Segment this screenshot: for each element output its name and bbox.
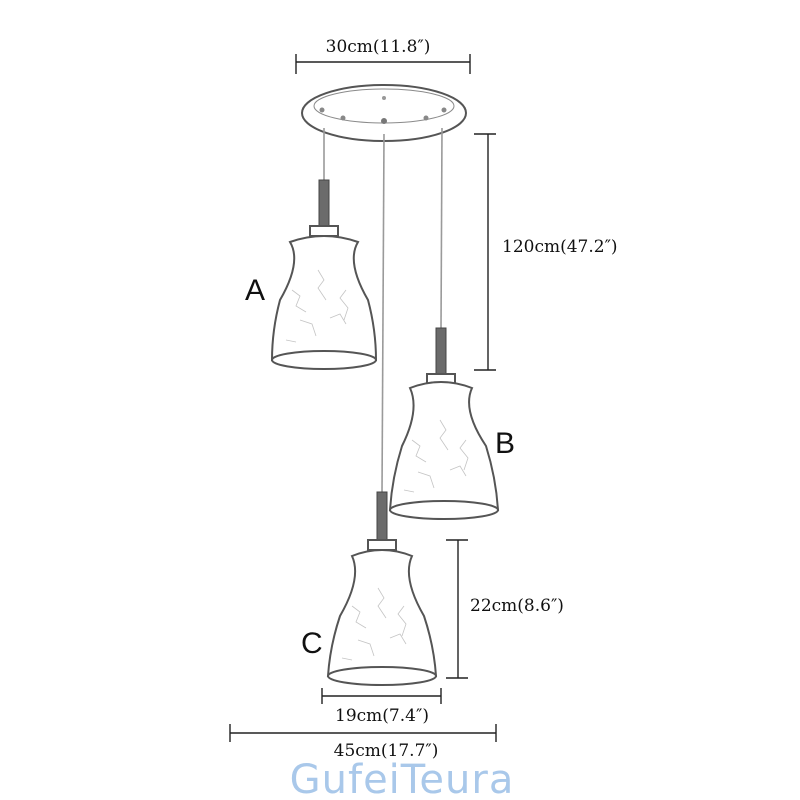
drop-length-label: 120cm(47.2″) — [502, 237, 618, 257]
ceiling-canopy — [301, 84, 467, 142]
pendant-c — [326, 491, 438, 686]
overall-width-label: 45cm(17.7″) — [334, 741, 439, 761]
canopy-width-label: 30cm(11.8″) — [326, 37, 431, 57]
shade-height-dimension: 22cm(8.6″) — [446, 539, 564, 679]
canopy-width-dimension: 30cm(11.8″) — [295, 37, 471, 74]
pendant-a-label: A — [245, 274, 265, 307]
pendant-c-label: C — [301, 627, 323, 660]
suspension-cords — [323, 127, 443, 495]
brand-watermark: GufeiTeura — [290, 757, 515, 800]
drop-length-dimension: 120cm(47.2″) — [474, 133, 618, 371]
overall-width-dimension: 45cm(17.7″) — [229, 724, 497, 761]
pendant-b — [388, 327, 500, 520]
pendant-b-label: B — [495, 427, 515, 460]
shade-width-dimension: 19cm(7.4″) — [321, 688, 442, 726]
pendant-a — [270, 179, 378, 370]
shade-height-label: 22cm(8.6″) — [470, 596, 564, 616]
shade-width-label: 19cm(7.4″) — [335, 706, 429, 726]
